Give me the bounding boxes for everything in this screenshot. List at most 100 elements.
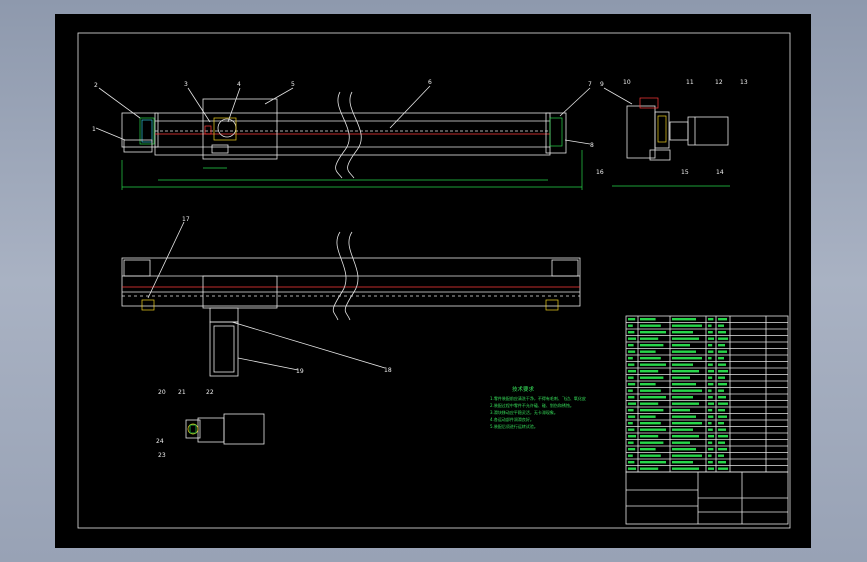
bom-cell-text xyxy=(708,396,713,399)
bom-cell-text xyxy=(708,461,713,464)
slide-carriage xyxy=(202,98,278,160)
side-view xyxy=(612,97,730,187)
bom-cell-text xyxy=(708,383,714,386)
callout-7: 7 xyxy=(588,81,592,88)
bom-cell-text xyxy=(628,350,636,353)
bom-cell-text xyxy=(672,318,696,321)
bom-cell-text xyxy=(672,448,696,451)
bom-cell-text xyxy=(640,331,666,334)
bom-cell-text xyxy=(640,337,659,340)
callout-10: 10 xyxy=(623,79,631,86)
bom-cell-text xyxy=(718,389,724,392)
top-view xyxy=(121,231,581,377)
bom-cell-text xyxy=(718,428,726,431)
bom-cell-text xyxy=(628,396,635,399)
bom-cell-text xyxy=(718,415,727,418)
bom-table xyxy=(625,315,789,525)
bom-cell-text xyxy=(718,337,728,340)
technical-notes: 技术要求 1.零件装配前应清洗干净，不得有毛刺、飞边、氧化皮 2.装配过程中零件… xyxy=(490,385,586,429)
bom-cell-text xyxy=(628,331,635,334)
leader-lines xyxy=(95,85,633,371)
bom-cell-text xyxy=(718,363,726,366)
bom-cell-text xyxy=(640,428,666,431)
bom-cell-text xyxy=(672,389,702,392)
bom-cell-text xyxy=(718,318,727,321)
bom-cell-text xyxy=(718,331,726,334)
note-line-3: 3.滑块移动应平稳灵活，无卡滞现象。 xyxy=(490,409,558,415)
note-line-5: 5.装配后须进行运转试验。 xyxy=(490,423,538,429)
bom-cell-text xyxy=(672,454,702,457)
bom-cell-text xyxy=(640,467,659,470)
bom-cell-text xyxy=(640,389,661,392)
bom-cell-text xyxy=(718,402,728,405)
bom-cell-text xyxy=(672,363,693,366)
bom-cell-text xyxy=(672,461,693,464)
bom-cell-text xyxy=(718,448,727,451)
bom-cell-text xyxy=(708,448,714,451)
callout-9: 9 xyxy=(600,81,604,88)
bom-cell-text xyxy=(628,363,635,366)
callout-20: 20 xyxy=(158,389,166,396)
right-end-block xyxy=(545,112,567,154)
callout-8: 8 xyxy=(590,142,594,149)
bom-cell-text xyxy=(672,409,690,412)
callout-23: 23 xyxy=(158,452,166,459)
callout-16: 16 xyxy=(596,169,604,176)
bom-cell-text xyxy=(718,467,728,470)
callout-13: 13 xyxy=(740,79,748,86)
bom-cell-text xyxy=(718,409,725,412)
callout-11: 11 xyxy=(686,79,694,86)
callout-5: 5 xyxy=(291,81,295,88)
callout-1: 1 xyxy=(92,126,96,133)
callout-22: 22 xyxy=(206,389,214,396)
bom-cell-text xyxy=(672,383,696,386)
bom-cell-text xyxy=(718,344,725,347)
bom-cell-text xyxy=(708,357,712,360)
bom-cell-text xyxy=(628,461,635,464)
bom-cell-text xyxy=(708,409,713,412)
bom-cell-text xyxy=(628,428,635,431)
callout-6: 6 xyxy=(428,79,432,86)
drawing-sheet: 2 1 3 4 5 6 7 8 9 10 11 12 13 14 15 16 1… xyxy=(55,14,811,548)
bom-cell-text xyxy=(628,370,636,373)
bom-cell-text xyxy=(672,324,702,327)
bom-cell-text xyxy=(628,344,634,347)
bom-cell-text xyxy=(718,396,726,399)
drawing-canvas: 2 1 3 4 5 6 7 8 9 10 11 12 13 14 15 16 1… xyxy=(77,32,791,529)
bom-cell-text xyxy=(708,331,713,334)
bom-cell-text xyxy=(708,363,713,366)
bom-cell-text xyxy=(640,396,666,399)
bom-cell-text xyxy=(708,324,712,327)
bom-cell-text xyxy=(718,435,728,438)
bom-cell-text xyxy=(628,409,634,412)
bom-cell-text xyxy=(628,389,633,392)
bom-cell-text xyxy=(672,357,702,360)
notes-title: 技术要求 xyxy=(512,385,535,393)
bom-cell-text xyxy=(708,344,713,347)
bom-cell-text xyxy=(718,461,726,464)
bom-cell-text xyxy=(718,454,724,457)
bom-cell-text xyxy=(628,376,634,379)
bom-cell-text xyxy=(718,422,724,425)
bom-cell-text xyxy=(628,422,633,425)
bom-cell-text xyxy=(708,415,714,418)
bom-cell-text xyxy=(672,467,699,470)
bom-cell-text xyxy=(628,357,633,360)
bom-cell-text xyxy=(718,324,724,327)
bom-cell-text xyxy=(628,448,636,451)
bom-cell-text xyxy=(640,357,661,360)
callout-19: 19 xyxy=(296,368,304,375)
sheet-border xyxy=(77,32,791,529)
bom-cell-text xyxy=(718,370,728,373)
callout-4: 4 xyxy=(237,81,241,88)
note-line-2: 2.装配过程中零件不允许磕、碰、划伤和锈蚀。 xyxy=(490,402,574,408)
bom-cell-text xyxy=(718,376,725,379)
bom-cell-text xyxy=(640,383,656,386)
bom-cell-text xyxy=(640,370,659,373)
bom-cell-text xyxy=(708,402,714,405)
bom-cell-text xyxy=(628,324,633,327)
bom-cell-text xyxy=(640,448,656,451)
bom-cell-text xyxy=(672,350,696,353)
bom-cell-text xyxy=(640,402,659,405)
